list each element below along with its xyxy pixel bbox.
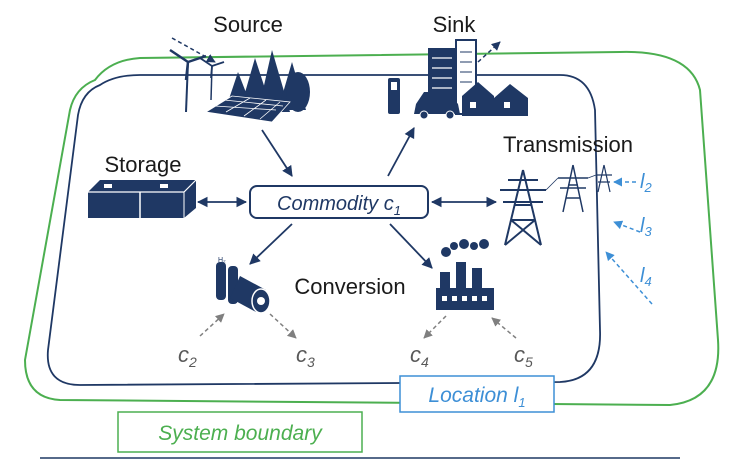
location-boundary-shape (46, 74, 601, 386)
c3-label: c3 (296, 342, 315, 370)
location-label: Location l1 (428, 384, 525, 410)
l2-label: l2 (640, 171, 652, 195)
arrow-c3-out (269, 313, 297, 339)
sink-icon (388, 39, 528, 120)
factory-icon (436, 239, 494, 310)
l4-label: l4 (640, 265, 652, 289)
storage-icon (88, 179, 197, 218)
arrow-l3 (613, 220, 641, 233)
source-label: Source (213, 12, 283, 37)
arrow-c2-in (199, 313, 225, 337)
l3-label: l3 (640, 215, 652, 239)
c5-label: c5 (514, 342, 533, 370)
arrow-source-commodity (261, 129, 293, 177)
location-box (399, 375, 555, 413)
arrow-commodity-conversion-right (389, 223, 433, 269)
storage-label: Storage (104, 152, 181, 177)
arrow-commodity-conversion-left (249, 223, 293, 265)
arrow-c5-in (491, 317, 517, 339)
arrow-l4 (605, 251, 653, 305)
transmission-label: Transmission (503, 132, 633, 157)
system-boundary-box (117, 411, 363, 453)
c2-label: c2 (178, 342, 197, 370)
commodity-box (249, 185, 429, 219)
source-icon (169, 37, 310, 123)
commodity-label: Commodity c1 (277, 193, 401, 218)
svg-text:H₂: H₂ (218, 257, 226, 264)
arrow-commodity-sink (387, 127, 415, 177)
conversion-label: Conversion (294, 274, 405, 299)
c4-label: c4 (410, 342, 429, 370)
hydrogen-tank-icon: H₂ (216, 257, 271, 314)
transmission-icon (500, 164, 612, 246)
system-boundary-label: System boundary (158, 422, 323, 445)
sink-label: Sink (433, 12, 477, 37)
arrow-c4-out (423, 315, 447, 339)
